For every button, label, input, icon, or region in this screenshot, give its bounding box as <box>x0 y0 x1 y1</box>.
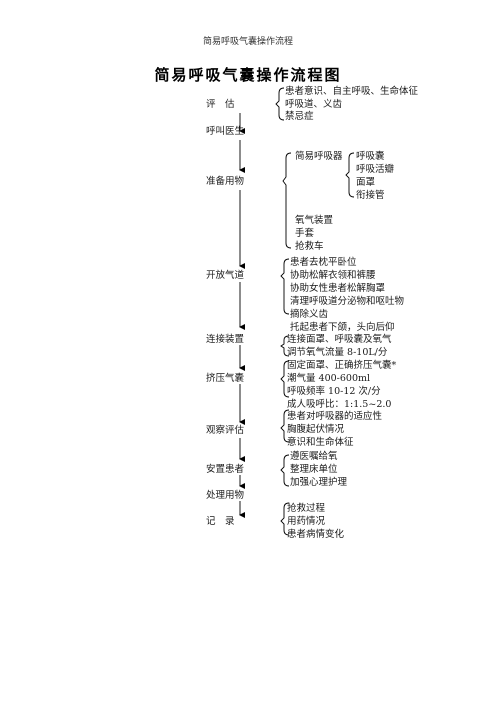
assess-item: 患者意识、自主呼吸、生命体征 <box>285 86 419 97</box>
airway-item: 清理呼吸道分泌物和呕吐物 <box>290 296 405 307</box>
bag-item: 面罩 <box>356 177 376 188</box>
brace-prepare <box>282 152 292 249</box>
step-prepare-label: 准备用物 <box>206 176 245 187</box>
connect-item: 调节氧气流量 8-10L/分 <box>287 347 388 358</box>
brace-bag <box>345 152 355 198</box>
step-settle-label: 安置患者 <box>206 464 245 475</box>
observe-item: 患者对呼吸器的适应性 <box>287 411 383 422</box>
prepare-item: 手套 <box>295 228 315 239</box>
step-open-airway-label: 开放气道 <box>206 270 245 281</box>
prepare-bag-label: 简易呼吸器 <box>295 151 343 162</box>
airway-item: 协助女性患者松解胸罩 <box>290 283 386 294</box>
brace-squeeze <box>280 360 290 398</box>
observe-item: 意识和生命体征 <box>287 437 354 448</box>
brace-observe <box>280 409 290 443</box>
settle-item: 遵医嘱给氧 <box>290 451 338 462</box>
bag-item: 呼吸活瓣 <box>356 164 395 175</box>
squeeze-item: 呼吸频率 10-12 次/分 <box>287 386 381 397</box>
brace-connect <box>280 335 290 357</box>
prepare-item: 氧气装置 <box>295 215 334 226</box>
bag-item: 衔接管 <box>356 190 385 201</box>
airway-item: 托起患者下颌，头向后仰 <box>290 322 395 333</box>
record-item: 患者病情变化 <box>287 529 345 540</box>
brace-settle <box>280 454 290 487</box>
squeeze-item: 固定面罩、正确挤压气囊* <box>287 360 397 371</box>
airway-item: 协助松解衣领和裤腰 <box>290 270 376 281</box>
prepare-item: 抢救车 <box>295 241 324 252</box>
step-dispose-label: 处理用物 <box>206 490 245 501</box>
step-connect-label: 连接装置 <box>206 334 245 345</box>
step-observe-label: 观察评估 <box>206 425 245 436</box>
settle-item: 加强心理护理 <box>290 477 348 488</box>
observe-item: 胸腹起伏情况 <box>287 424 345 435</box>
record-item: 抢救过程 <box>287 503 326 514</box>
assess-item: 呼吸道、义齿 <box>285 99 343 110</box>
step-record-label: 记 录 <box>206 516 235 527</box>
step-squeeze-label: 挤压气囊 <box>206 373 245 384</box>
brace-assess <box>275 87 285 121</box>
brace-airway <box>280 258 290 315</box>
record-item: 用药情况 <box>287 516 326 527</box>
squeeze-item: 潮气量 400-600ml <box>287 373 371 384</box>
settle-item: 整理床单位 <box>290 464 338 475</box>
connect-item: 连接面罩、呼吸囊及氧气 <box>287 334 392 345</box>
squeeze-item: 成人吸呼比：1:1.5~2.0 <box>287 399 392 410</box>
step-assess-label: 评 估 <box>206 99 235 110</box>
assess-item: 禁忌症 <box>285 111 314 122</box>
airway-item: 患者去枕平卧位 <box>290 257 357 268</box>
step-call-doctor-label: 呼叫医生 <box>206 126 245 137</box>
page-title: 简易呼吸气囊操作流程图 <box>154 66 342 84</box>
bag-item: 呼吸囊 <box>356 151 385 162</box>
brace-record <box>280 502 290 536</box>
airway-item: 摘除义齿 <box>290 309 329 320</box>
page-header: 简易呼吸气囊操作流程 <box>202 37 293 47</box>
